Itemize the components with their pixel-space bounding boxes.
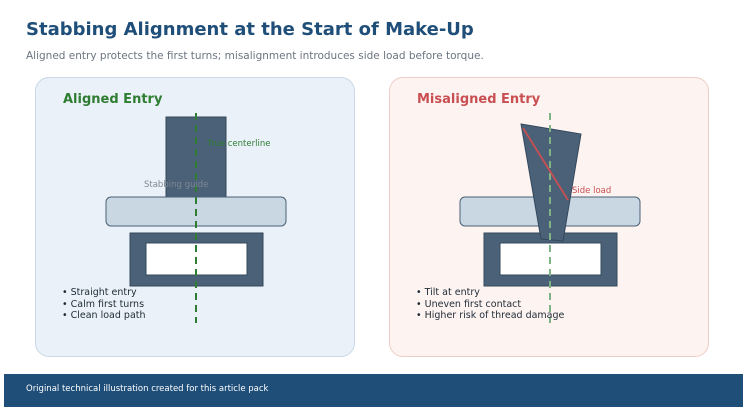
list-item: • Tilt at entry [416, 287, 480, 298]
footer-bar: Original technical illustration created … [4, 374, 743, 407]
side-load-label: Side load [572, 186, 612, 196]
misaligned-entry-panel: Misaligned Entry Side load • Tilt at ent… [389, 77, 709, 357]
aligned-entry-illustration [105, 113, 287, 323]
list-item: • Higher risk of thread damage [416, 310, 565, 321]
misaligned-entry-title: Misaligned Entry [417, 92, 541, 107]
aligned-bullet-list: • Straight entry • Calm first turns • Cl… [62, 287, 146, 322]
list-item: • Calm first turns [62, 298, 145, 310]
aligned-entry-panel: Aligned Entry True centerline Stabbing g… [35, 77, 355, 357]
list-item: • Straight entry [62, 287, 137, 298]
list-item: • Clean load path [62, 310, 146, 321]
side-load-line [522, 127, 569, 201]
page-title: Stabbing Alignment at the Start of Make-… [26, 19, 474, 40]
stabbing-guide-label: Stabbing guide [144, 180, 209, 190]
list-item: • Uneven first contact [416, 298, 522, 310]
tilted-pin-pipe [520, 123, 582, 242]
page-subtitle: Aligned entry protects the first turns; … [26, 50, 484, 62]
misaligned-bullet-list: • Tilt at entry • Uneven first contact •… [416, 287, 564, 322]
footer-caption: Original technical illustration created … [26, 384, 269, 394]
aligned-entry-title: Aligned Entry [63, 92, 163, 107]
misaligned-entry-illustration [459, 113, 641, 323]
true-centerline-label: True centerline [207, 139, 271, 149]
